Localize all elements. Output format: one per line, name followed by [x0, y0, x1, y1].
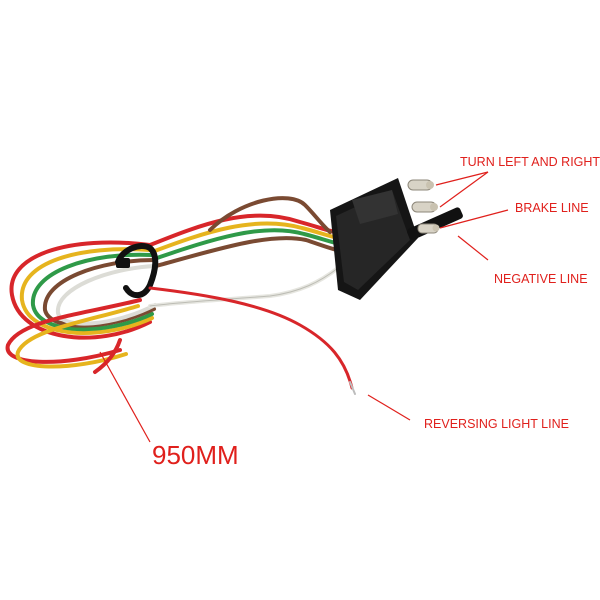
zip-tie: [115, 242, 159, 299]
cable-length-label: 950MM: [152, 440, 239, 470]
brown-wire-arch: [208, 196, 332, 234]
brake-line-label: BRAKE LINE: [515, 201, 589, 215]
coil-loop-red: [9, 240, 152, 340]
callout-length: [99, 351, 151, 443]
coil-loop-yellow-lower: [15, 304, 140, 369]
turn-signal-label: TURN LEFT AND RIGHT: [460, 155, 600, 169]
pin-bottom: [417, 223, 440, 234]
callout-reversing: [367, 394, 411, 421]
pin-top: [407, 179, 434, 191]
red-wire-tip: [349, 381, 356, 395]
wire-coil: [5, 240, 157, 374]
4-pin-connector: [330, 178, 463, 300]
callout-turn-2: [439, 171, 489, 208]
bundle-wire-yellow: [150, 221, 340, 254]
bundle-wire-brown: [154, 236, 347, 268]
bundle-wire-red: [148, 213, 337, 247]
wire-bundle: [148, 196, 347, 268]
red-reversing-wire: [148, 286, 354, 390]
callout-negative: [457, 235, 489, 261]
callout-turn-1: [435, 171, 489, 186]
bundle-wire-green: [152, 228, 342, 261]
negative-line-label: NEGATIVE LINE: [494, 272, 588, 286]
loose-wires: [148, 266, 356, 395]
coil-loop-red-lower: [5, 298, 142, 364]
coil-loop-yellow: [19, 247, 154, 335]
callout-lines: [99, 171, 509, 443]
coil-loop-white: [55, 264, 157, 326]
white-wire-edge: [149, 267, 339, 307]
reversing-light-label: REVERSING LIGHT LINE: [424, 417, 569, 431]
coil-tail-red: [93, 338, 122, 374]
pin-middle: [411, 201, 438, 213]
callout-brake: [439, 209, 509, 229]
coil-loop-green: [30, 252, 154, 332]
white-wire: [148, 266, 340, 308]
connector-pins: [407, 179, 440, 234]
